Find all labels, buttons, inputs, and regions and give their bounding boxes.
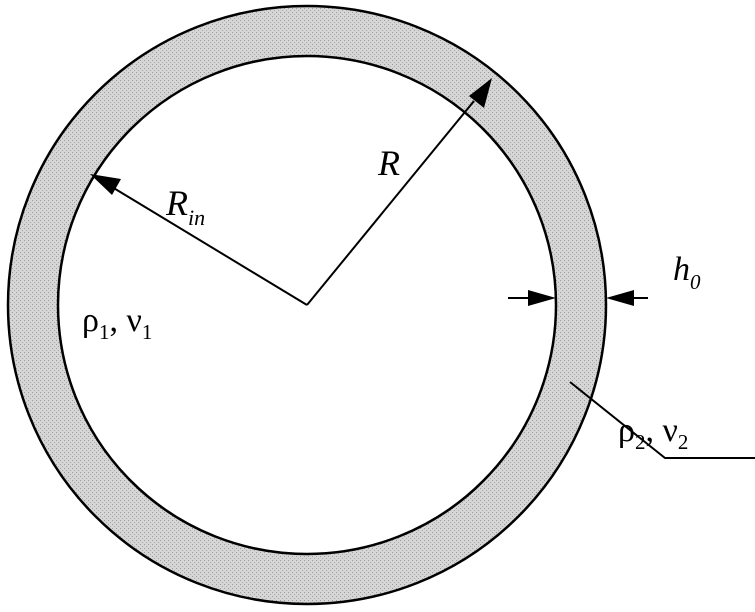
inner-radius-line xyxy=(111,186,308,306)
wall-medium-rho-sub: 2 xyxy=(635,430,646,454)
outer-radius-line xyxy=(306,100,475,306)
inner-radius-label-main: R xyxy=(165,183,188,223)
thickness-label-main: h xyxy=(673,251,690,288)
wall-medium-nu-sub: 2 xyxy=(678,430,689,454)
inner-medium-nu-sub: 1 xyxy=(142,320,153,344)
inner-medium-rho: ρ xyxy=(82,302,99,339)
inner-radius-label: Rin xyxy=(165,183,205,230)
inner-medium-nu: ν xyxy=(126,302,141,339)
inner-medium-rho-sub: 1 xyxy=(99,320,110,344)
thickness-right-arrowhead xyxy=(606,290,634,306)
outer-radius-label: R xyxy=(377,143,400,183)
wall-medium-leader xyxy=(569,381,755,459)
inner-medium-label: ρ1, ν1 xyxy=(82,302,152,344)
wall-medium-label: ρ2, ν2 xyxy=(618,412,688,454)
thickness-left-arrowhead xyxy=(528,290,556,306)
thickness-label: h0 xyxy=(673,251,701,294)
wall-medium-rho: ρ xyxy=(618,412,635,449)
thickness-label-sub: 0 xyxy=(690,270,701,294)
wall-medium-separator: , xyxy=(645,412,662,449)
inner-radius-label-sub: in xyxy=(188,205,205,230)
outer-radius-arrowhead xyxy=(469,78,492,108)
inner-radius-arrowhead xyxy=(90,174,121,195)
wall-medium-nu: ν xyxy=(662,412,677,449)
inner-medium-separator: , xyxy=(109,302,126,339)
